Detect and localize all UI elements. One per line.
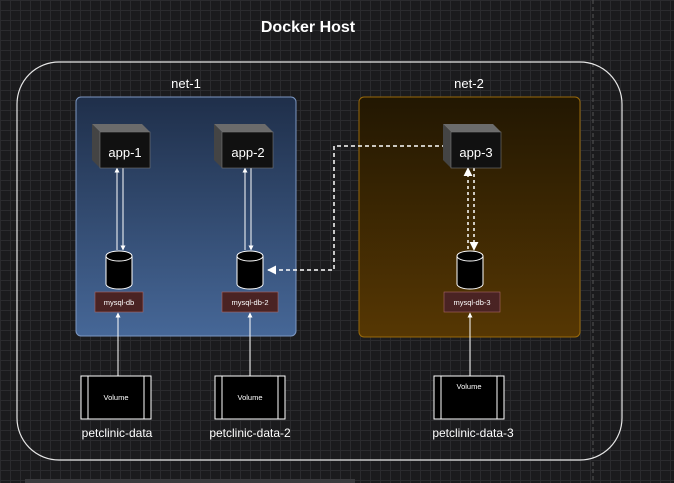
container-label: app-2: [231, 145, 264, 160]
volume-label: Volume: [103, 393, 128, 402]
volume-petclinic-data-3[interactable]: Volume petclinic-data-3: [432, 375, 514, 440]
container-cube-icon: [92, 124, 151, 169]
horizontal-scrollbar[interactable]: [25, 479, 355, 483]
database-cylinder-icon: [456, 250, 484, 290]
docker-host-boundary[interactable]: [16, 61, 623, 461]
volume-name: petclinic-data-3: [432, 426, 514, 440]
volume-name: petclinic-data: [82, 426, 153, 440]
connector-app3-db2: [267, 145, 446, 275]
container-cube-icon: [214, 124, 274, 169]
database-mysql-db-2[interactable]: mysql-db-2: [221, 250, 279, 313]
volume-icon: [214, 375, 286, 420]
database-mysql-db-3[interactable]: mysql-db-3: [443, 250, 501, 313]
database-label-box: [94, 291, 144, 313]
database-cylinder-icon: [105, 250, 133, 290]
network-label-net-2: net-2: [454, 76, 484, 91]
diagram-title: Docker Host: [261, 19, 356, 36]
container-app-2[interactable]: app-2: [214, 124, 274, 169]
database-mysql-db[interactable]: mysql-db: [94, 250, 144, 313]
database-label: mysql-db-2: [231, 298, 268, 307]
volume-petclinic-data-2[interactable]: Volume petclinic-data-2: [209, 375, 291, 440]
connector-app1-db: [114, 167, 126, 251]
connector-app2-db2: [242, 167, 254, 251]
database-label: mysql-db: [104, 298, 134, 307]
volume-petclinic-data[interactable]: Volume petclinic-data: [80, 375, 153, 440]
volume-label: Volume: [237, 393, 262, 402]
container-label: app-3: [459, 145, 492, 160]
volume-icon: [80, 375, 152, 420]
volume-label: Volume: [456, 382, 481, 391]
database-cylinder-icon: [236, 250, 264, 290]
network-label-net-1: net-1: [171, 76, 201, 91]
container-label: app-1: [108, 145, 141, 160]
container-cube-icon: [443, 124, 502, 169]
volume-name: petclinic-data-2: [209, 426, 291, 440]
database-label: mysql-db-3: [453, 298, 490, 307]
database-label-box: [443, 291, 501, 313]
volume-icon: [433, 375, 505, 420]
container-app-1[interactable]: app-1: [92, 124, 151, 169]
database-label-box: [221, 291, 279, 313]
connector-app3-db3: [463, 167, 479, 251]
container-app-3[interactable]: app-3: [443, 124, 502, 169]
